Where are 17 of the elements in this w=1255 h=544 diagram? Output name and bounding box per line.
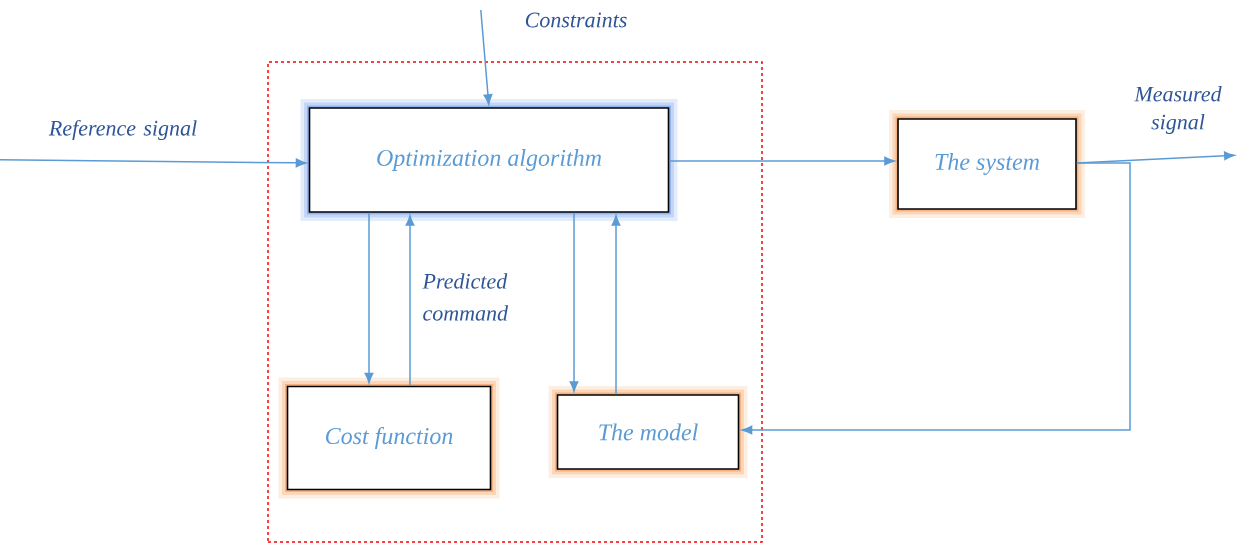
annotation-text: Predicted command <box>422 273 509 321</box>
arrow <box>569 212 579 392</box>
arrow <box>611 215 621 395</box>
arrow <box>480 9 493 105</box>
arrow <box>668 156 895 166</box>
signal-label: Measured signal <box>1134 86 1222 134</box>
signal-label: Constraints <box>525 12 627 28</box>
arrow <box>0 158 307 168</box>
process-box: The system <box>889 110 1085 218</box>
process-box: Optimization algorithm <box>300 99 678 221</box>
arrow <box>741 162 1131 435</box>
dashed-frame <box>267 61 763 543</box>
arrow <box>364 212 374 384</box>
process-box: Cost function <box>278 377 500 499</box>
process-box: The model <box>548 386 748 478</box>
arrow <box>405 215 415 387</box>
signal-label: Reference signal <box>48 119 197 141</box>
